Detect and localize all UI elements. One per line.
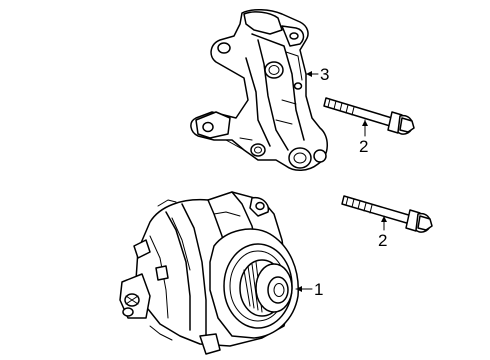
callout-3-label: 3 bbox=[320, 65, 329, 84]
bolt-lower bbox=[341, 195, 433, 233]
mounting-bracket bbox=[190, 9, 328, 171]
bolt-upper bbox=[323, 97, 415, 135]
alternator bbox=[119, 191, 299, 355]
callout-2-upper-group: 2 bbox=[359, 119, 368, 156]
callout-2-lower-group: 2 bbox=[378, 215, 387, 250]
callout-1-group: 1 bbox=[295, 280, 323, 299]
callout-1-label: 1 bbox=[314, 280, 323, 299]
callout-3-group: 3 bbox=[305, 65, 329, 84]
callout-2-lower-label: 2 bbox=[378, 231, 387, 250]
callout-2-upper-label: 2 bbox=[359, 137, 368, 156]
